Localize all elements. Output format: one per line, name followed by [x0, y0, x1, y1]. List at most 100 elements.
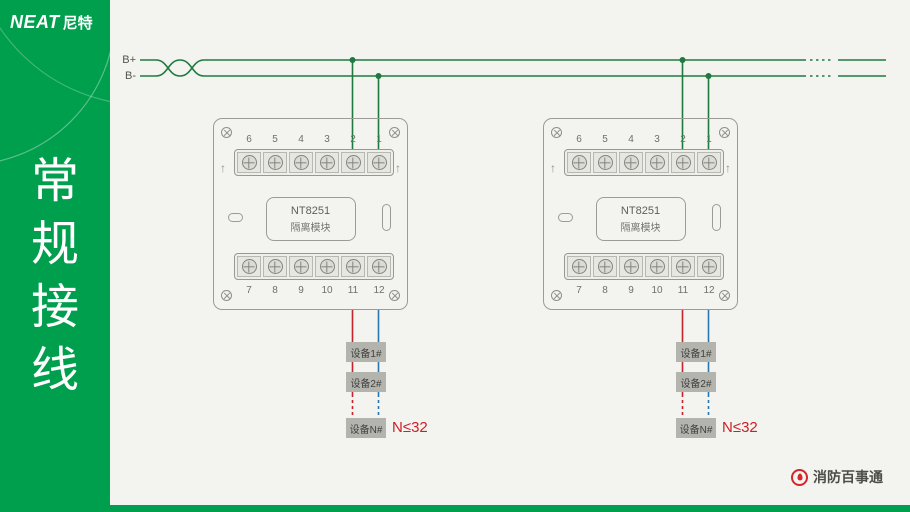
- terminal-number: 1: [376, 134, 382, 145]
- terminal-screw-icon: [319, 259, 335, 274]
- bottom-terminal-strip: [234, 253, 394, 280]
- terminal-screw-icon: [623, 259, 639, 274]
- terminal-number: 7: [576, 285, 582, 296]
- terminal-cell: [263, 152, 287, 173]
- footer-logo: 消防百事通: [791, 467, 883, 487]
- brand-logo-en: NEAT: [10, 12, 60, 32]
- terminal-screw-icon: [345, 155, 361, 170]
- isolation-module-2: ↑ ↑ 6 5 4 3 2 1 NT8251 隔离模块 7 8 9 10 11 …: [543, 118, 738, 310]
- terminal-cell: [671, 256, 695, 277]
- terminal-screw-icon: [371, 155, 387, 170]
- terminal-cell: [697, 256, 721, 277]
- terminal-cell: [289, 152, 313, 173]
- terminal-number: 5: [272, 134, 278, 145]
- terminal-screw-icon: [675, 155, 691, 170]
- corner-screw-icon: [719, 127, 730, 138]
- terminal-cell: [619, 152, 643, 173]
- module-model: NT8251: [290, 204, 331, 217]
- terminal-screw-icon: [701, 259, 717, 274]
- top-terminal-strip: [234, 149, 394, 176]
- terminal-number: 1: [706, 134, 712, 145]
- page-title-char: 线: [30, 344, 79, 397]
- up-arrow-icon: ↑: [220, 161, 226, 175]
- device-box: 设备1#: [346, 342, 386, 362]
- terminal-cell: [619, 256, 643, 277]
- terminal-cell: [315, 256, 339, 277]
- terminal-screw-icon: [649, 155, 665, 170]
- page-title: 常 规 接 线: [0, 150, 110, 402]
- terminal-cell: [697, 152, 721, 173]
- terminal-cell: [593, 256, 617, 277]
- terminal-cell: [237, 256, 261, 277]
- terminal-cell: [263, 256, 287, 277]
- terminal-screw-icon: [701, 155, 717, 170]
- mounting-slot: [382, 204, 391, 231]
- terminal-screw-icon: [371, 259, 387, 274]
- top-terminal-strip: [564, 149, 724, 176]
- terminal-cell: [341, 256, 365, 277]
- corner-screw-icon: [551, 290, 562, 301]
- terminal-number: 3: [324, 134, 330, 145]
- terminal-number: 11: [677, 285, 689, 296]
- terminal-cell: [567, 152, 591, 173]
- top-terminal-numbers: 6 5 4 3 2 1: [237, 134, 391, 145]
- module-name: 隔离模块: [290, 222, 331, 234]
- page-title-char: 规: [30, 218, 79, 271]
- mounting-slot: [228, 213, 243, 222]
- terminal-cell: [645, 152, 669, 173]
- terminal-screw-icon: [675, 259, 691, 274]
- terminal-cell: [645, 256, 669, 277]
- terminal-number: 7: [246, 285, 252, 296]
- corner-screw-icon: [389, 290, 400, 301]
- terminal-number: 11: [347, 285, 359, 296]
- flame-icon: [791, 468, 808, 486]
- terminal-number: 8: [602, 285, 608, 296]
- terminal-number: 6: [246, 134, 252, 145]
- terminal-number: 10: [651, 285, 663, 296]
- terminal-number: 4: [298, 134, 304, 145]
- up-arrow-icon: ↑: [550, 161, 556, 175]
- corner-screw-icon: [551, 127, 562, 138]
- terminal-screw-icon: [293, 259, 309, 274]
- terminal-number: 8: [272, 285, 278, 296]
- terminal-cell: [593, 152, 617, 173]
- bottom-accent-bar: [0, 505, 910, 512]
- module-name: 隔离模块: [620, 222, 661, 234]
- terminal-cell: [341, 152, 365, 173]
- terminal-screw-icon: [571, 259, 587, 274]
- device-box: 设备2#: [346, 372, 386, 392]
- terminal-number: 3: [654, 134, 660, 145]
- terminal-screw-icon: [649, 259, 665, 274]
- terminal-number: 4: [628, 134, 634, 145]
- isolation-module-1: ↑ ↑ 6 5 4 3 2 1 NT8251 隔离模块 7 8 9 10 11 …: [213, 118, 408, 310]
- corner-screw-icon: [221, 127, 232, 138]
- mounting-slot: [558, 213, 573, 222]
- device-box: 设备1#: [676, 342, 716, 362]
- page-title-char: 常: [30, 155, 79, 208]
- up-arrow-icon: ↑: [395, 161, 401, 175]
- terminal-cell: [289, 256, 313, 277]
- module-label: NT8251 隔离模块: [265, 197, 356, 241]
- top-terminal-numbers: 6 5 4 3 2 1: [567, 134, 721, 145]
- terminal-cell: [671, 152, 695, 173]
- terminal-screw-icon: [597, 155, 613, 170]
- terminal-screw-icon: [319, 155, 335, 170]
- corner-screw-icon: [389, 127, 400, 138]
- corner-screw-icon: [221, 290, 232, 301]
- corner-screw-icon: [719, 290, 730, 301]
- terminal-number: 12: [703, 285, 715, 296]
- terminal-screw-icon: [267, 155, 283, 170]
- page-title-char: 接: [30, 281, 79, 334]
- bus-minus-label: B-: [125, 70, 136, 82]
- terminal-number: 12: [373, 285, 385, 296]
- bus-plus-label: B+: [122, 54, 136, 66]
- terminal-screw-icon: [241, 155, 257, 170]
- terminal-cell: [367, 256, 391, 277]
- terminal-cell: [367, 152, 391, 173]
- terminal-cell: [237, 152, 261, 173]
- device-box: 设备N#: [346, 418, 386, 438]
- terminal-cell: [315, 152, 339, 173]
- terminal-number: 5: [602, 134, 608, 145]
